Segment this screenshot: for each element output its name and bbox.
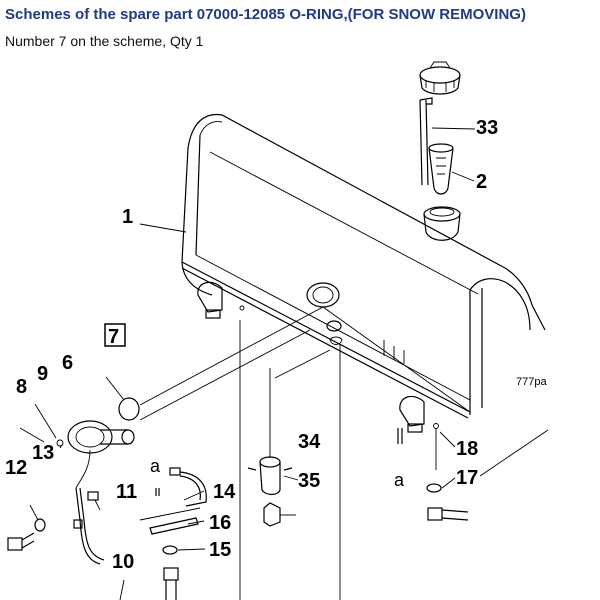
bolt-mount-bottom	[163, 567, 179, 600]
wire-harness	[73, 487, 105, 565]
callout-12: 12	[5, 457, 27, 479]
leader-16	[187, 520, 205, 525]
leader-18	[439, 431, 456, 448]
callout-18: 18	[456, 438, 478, 460]
callout-15: 15	[209, 539, 231, 561]
marker-a-left: a	[150, 456, 161, 476]
callout-16: 16	[209, 512, 231, 534]
callout-11: 11	[116, 481, 137, 503]
fuel-level-sender	[56, 420, 135, 489]
filler-neck	[423, 206, 461, 241]
filler-cap	[419, 61, 461, 95]
clamp-16	[139, 507, 201, 535]
callout-7-highlighted: 7	[108, 326, 119, 348]
callout-34: 34	[298, 431, 321, 453]
leader-9	[34, 403, 57, 439]
callout-33: 33	[476, 117, 498, 139]
arrow-a-left	[155, 488, 160, 496]
leader-33	[431, 127, 476, 130]
tank-bracket-left	[197, 281, 245, 319]
arrow-a-right	[397, 428, 403, 444]
callout-8: 8	[16, 376, 27, 398]
elbow-fitting-34-35	[247, 349, 331, 496]
dipstick	[419, 97, 433, 186]
leader-8	[19, 427, 45, 443]
marker-a-right: a	[394, 470, 405, 490]
callout-6: 6	[62, 352, 73, 374]
callout-14: 14	[213, 481, 236, 503]
fuel-strainer	[428, 143, 454, 195]
leader-35	[283, 475, 299, 481]
callout-10: 10	[112, 551, 134, 573]
callout-17: 17	[456, 467, 478, 489]
gauge-port	[306, 282, 343, 345]
leader-10	[119, 579, 125, 600]
parts-scheme-diagram: 1 33 2 7 6 9 8 13 12 11 14 16 15 10 34 3…	[5, 61, 549, 600]
o-ring-part-7	[118, 397, 140, 421]
page-title: Schemes of the spare part 07000-12085 O-…	[5, 6, 526, 23]
part-position-info: Number 7 on the scheme, Qty 1	[5, 33, 204, 49]
callout-13: 13	[32, 442, 54, 464]
nipple-fitting	[263, 502, 296, 527]
fuel-tank	[181, 113, 546, 419]
tank-bracket-right	[399, 395, 425, 433]
callout-2: 2	[476, 171, 487, 193]
washer-15	[162, 545, 178, 555]
highlight-box-7	[104, 323, 126, 347]
leader-6	[105, 376, 125, 401]
leader-12	[29, 504, 39, 521]
leader-13	[59, 444, 63, 449]
callout-1: 1	[122, 206, 133, 228]
bolt-12	[7, 518, 46, 551]
diagram-code: 777pa	[516, 376, 547, 388]
leader-15	[177, 548, 206, 551]
leader-14	[183, 490, 205, 501]
leader-17	[441, 477, 456, 489]
bolt-mount-right	[426, 483, 469, 521]
callout-9: 9	[37, 363, 48, 385]
leader-1	[139, 223, 187, 233]
callout-35: 35	[298, 470, 320, 492]
wire-lead-14	[169, 467, 207, 507]
leader-2	[451, 171, 475, 182]
leader-17-long	[479, 429, 549, 477]
